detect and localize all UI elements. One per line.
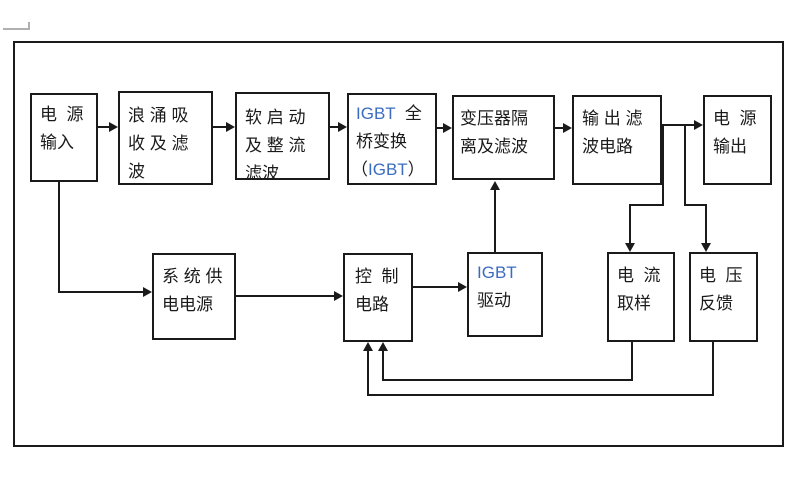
- arrow-right-icon: [226, 122, 235, 132]
- connector-driver-to-transformer: [494, 190, 496, 252]
- block-label-line: 收 及 滤: [128, 134, 189, 153]
- block-system-power-supply: 系 统 供 电电源: [152, 253, 236, 340]
- connector-outputfilter-to-output: [662, 124, 695, 126]
- connector-bridge-to-transformer: [437, 127, 444, 129]
- block-label-line: 系 统 供: [162, 267, 223, 286]
- arrow-right-icon: [143, 287, 152, 297]
- feedback-voltage-down: [712, 342, 714, 396]
- feedback-voltage-up: [367, 351, 369, 396]
- connector-surge-to-softstart: [213, 126, 227, 128]
- arrow-right-icon: [338, 122, 347, 132]
- connector-systempower-to-control: [236, 295, 335, 297]
- block-power-output: 电 源 输出: [703, 95, 772, 185]
- block-label-line: 桥变换: [356, 132, 407, 151]
- block-label-line: IGBT 全: [356, 104, 422, 123]
- block-control-circuit: 控 制 电路: [343, 253, 413, 342]
- arrow-right-icon: [694, 120, 703, 130]
- block-label-line: （IGBT）: [351, 160, 425, 179]
- connector-branch-current-v2: [629, 204, 631, 244]
- block-label-line: 控 制: [355, 267, 399, 286]
- block-label-line: 浪 涌 吸: [128, 106, 189, 125]
- block-label-line: 波: [128, 162, 145, 181]
- block-power-input: 电 源 输入: [30, 93, 98, 182]
- block-label-line: 输出: [713, 137, 747, 156]
- connector-branch-voltage-v1: [684, 126, 686, 206]
- block-label-line: 电 源: [713, 109, 757, 128]
- arrow-right-icon: [443, 123, 452, 133]
- connector-softstart-to-bridge: [330, 126, 339, 128]
- block-label-line: 驱动: [477, 291, 511, 310]
- block-label-line: 输入: [40, 133, 74, 152]
- connector-input-to-systempower: [58, 291, 144, 293]
- block-soft-start-rectifier: 软 启 动 及 整 流 滤波: [235, 92, 330, 180]
- block-igbt-full-bridge: IGBT 全 桥变换 （IGBT）: [347, 93, 437, 185]
- connector-transformer-to-outputfilter: [555, 127, 564, 129]
- feedback-current-up: [382, 351, 384, 381]
- connector-branch-voltage-h: [684, 204, 707, 206]
- block-label-line: 电路: [355, 295, 389, 314]
- block-label-line: 离及滤波: [460, 137, 528, 156]
- arrow-up-icon: [490, 181, 500, 190]
- igbt-text: IGBT: [368, 160, 408, 179]
- connector-input-down: [58, 182, 60, 293]
- block-label-line: 输 出 滤: [582, 109, 643, 128]
- arrow-down-icon: [625, 243, 635, 252]
- block-label-line: 电 源: [40, 105, 84, 124]
- block-label-line: 取样: [617, 294, 651, 313]
- block-label-line: 变压器隔: [460, 109, 528, 128]
- block-label-line: 电电源: [162, 295, 213, 314]
- feedback-current-down: [631, 342, 633, 381]
- connector-branch-current-h: [629, 204, 664, 206]
- block-label-line: 反馈: [699, 294, 733, 313]
- stray-corner-mark: [3, 22, 30, 30]
- block-igbt-driver: IGBT 驱动: [467, 252, 543, 337]
- block-surge-absorb-filter: 浪 涌 吸 收 及 滤 波: [118, 91, 213, 185]
- block-voltage-feedback: 电 压 反馈: [689, 252, 758, 342]
- block-label-line: 电 压: [699, 266, 743, 285]
- block-label-line: 波电路: [582, 137, 633, 156]
- connector-branch-current-v1: [662, 126, 664, 206]
- connector-branch-voltage-v2: [705, 204, 707, 244]
- feedback-voltage-horizontal: [367, 394, 714, 396]
- arrow-right-icon: [109, 122, 118, 132]
- arrow-right-icon: [458, 282, 467, 292]
- feedback-current-horizontal: [382, 379, 633, 381]
- block-label-line: 电 流: [617, 266, 661, 285]
- block-output-filter-circuit: 输 出 滤 波电路: [572, 95, 662, 185]
- block-label-line: 及 整 流: [245, 136, 306, 155]
- igbt-text: IGBT: [356, 104, 396, 123]
- arrow-right-icon: [563, 123, 572, 133]
- block-transformer-isolation-filter: 变压器隔 离及滤波: [452, 95, 555, 180]
- igbt-text: IGBT: [477, 263, 517, 282]
- block-label-line: 滤波: [245, 164, 279, 180]
- arrow-down-icon: [701, 243, 711, 252]
- block-label-line: 软 启 动: [245, 108, 306, 127]
- connector-control-to-driver: [413, 286, 459, 288]
- diagram-border: [13, 41, 784, 447]
- arrow-up-icon: [378, 342, 388, 351]
- block-current-sampling: 电 流 取样: [607, 252, 675, 342]
- arrow-right-icon: [334, 291, 343, 301]
- connector-input-to-surge: [98, 126, 110, 128]
- arrow-up-icon: [363, 342, 373, 351]
